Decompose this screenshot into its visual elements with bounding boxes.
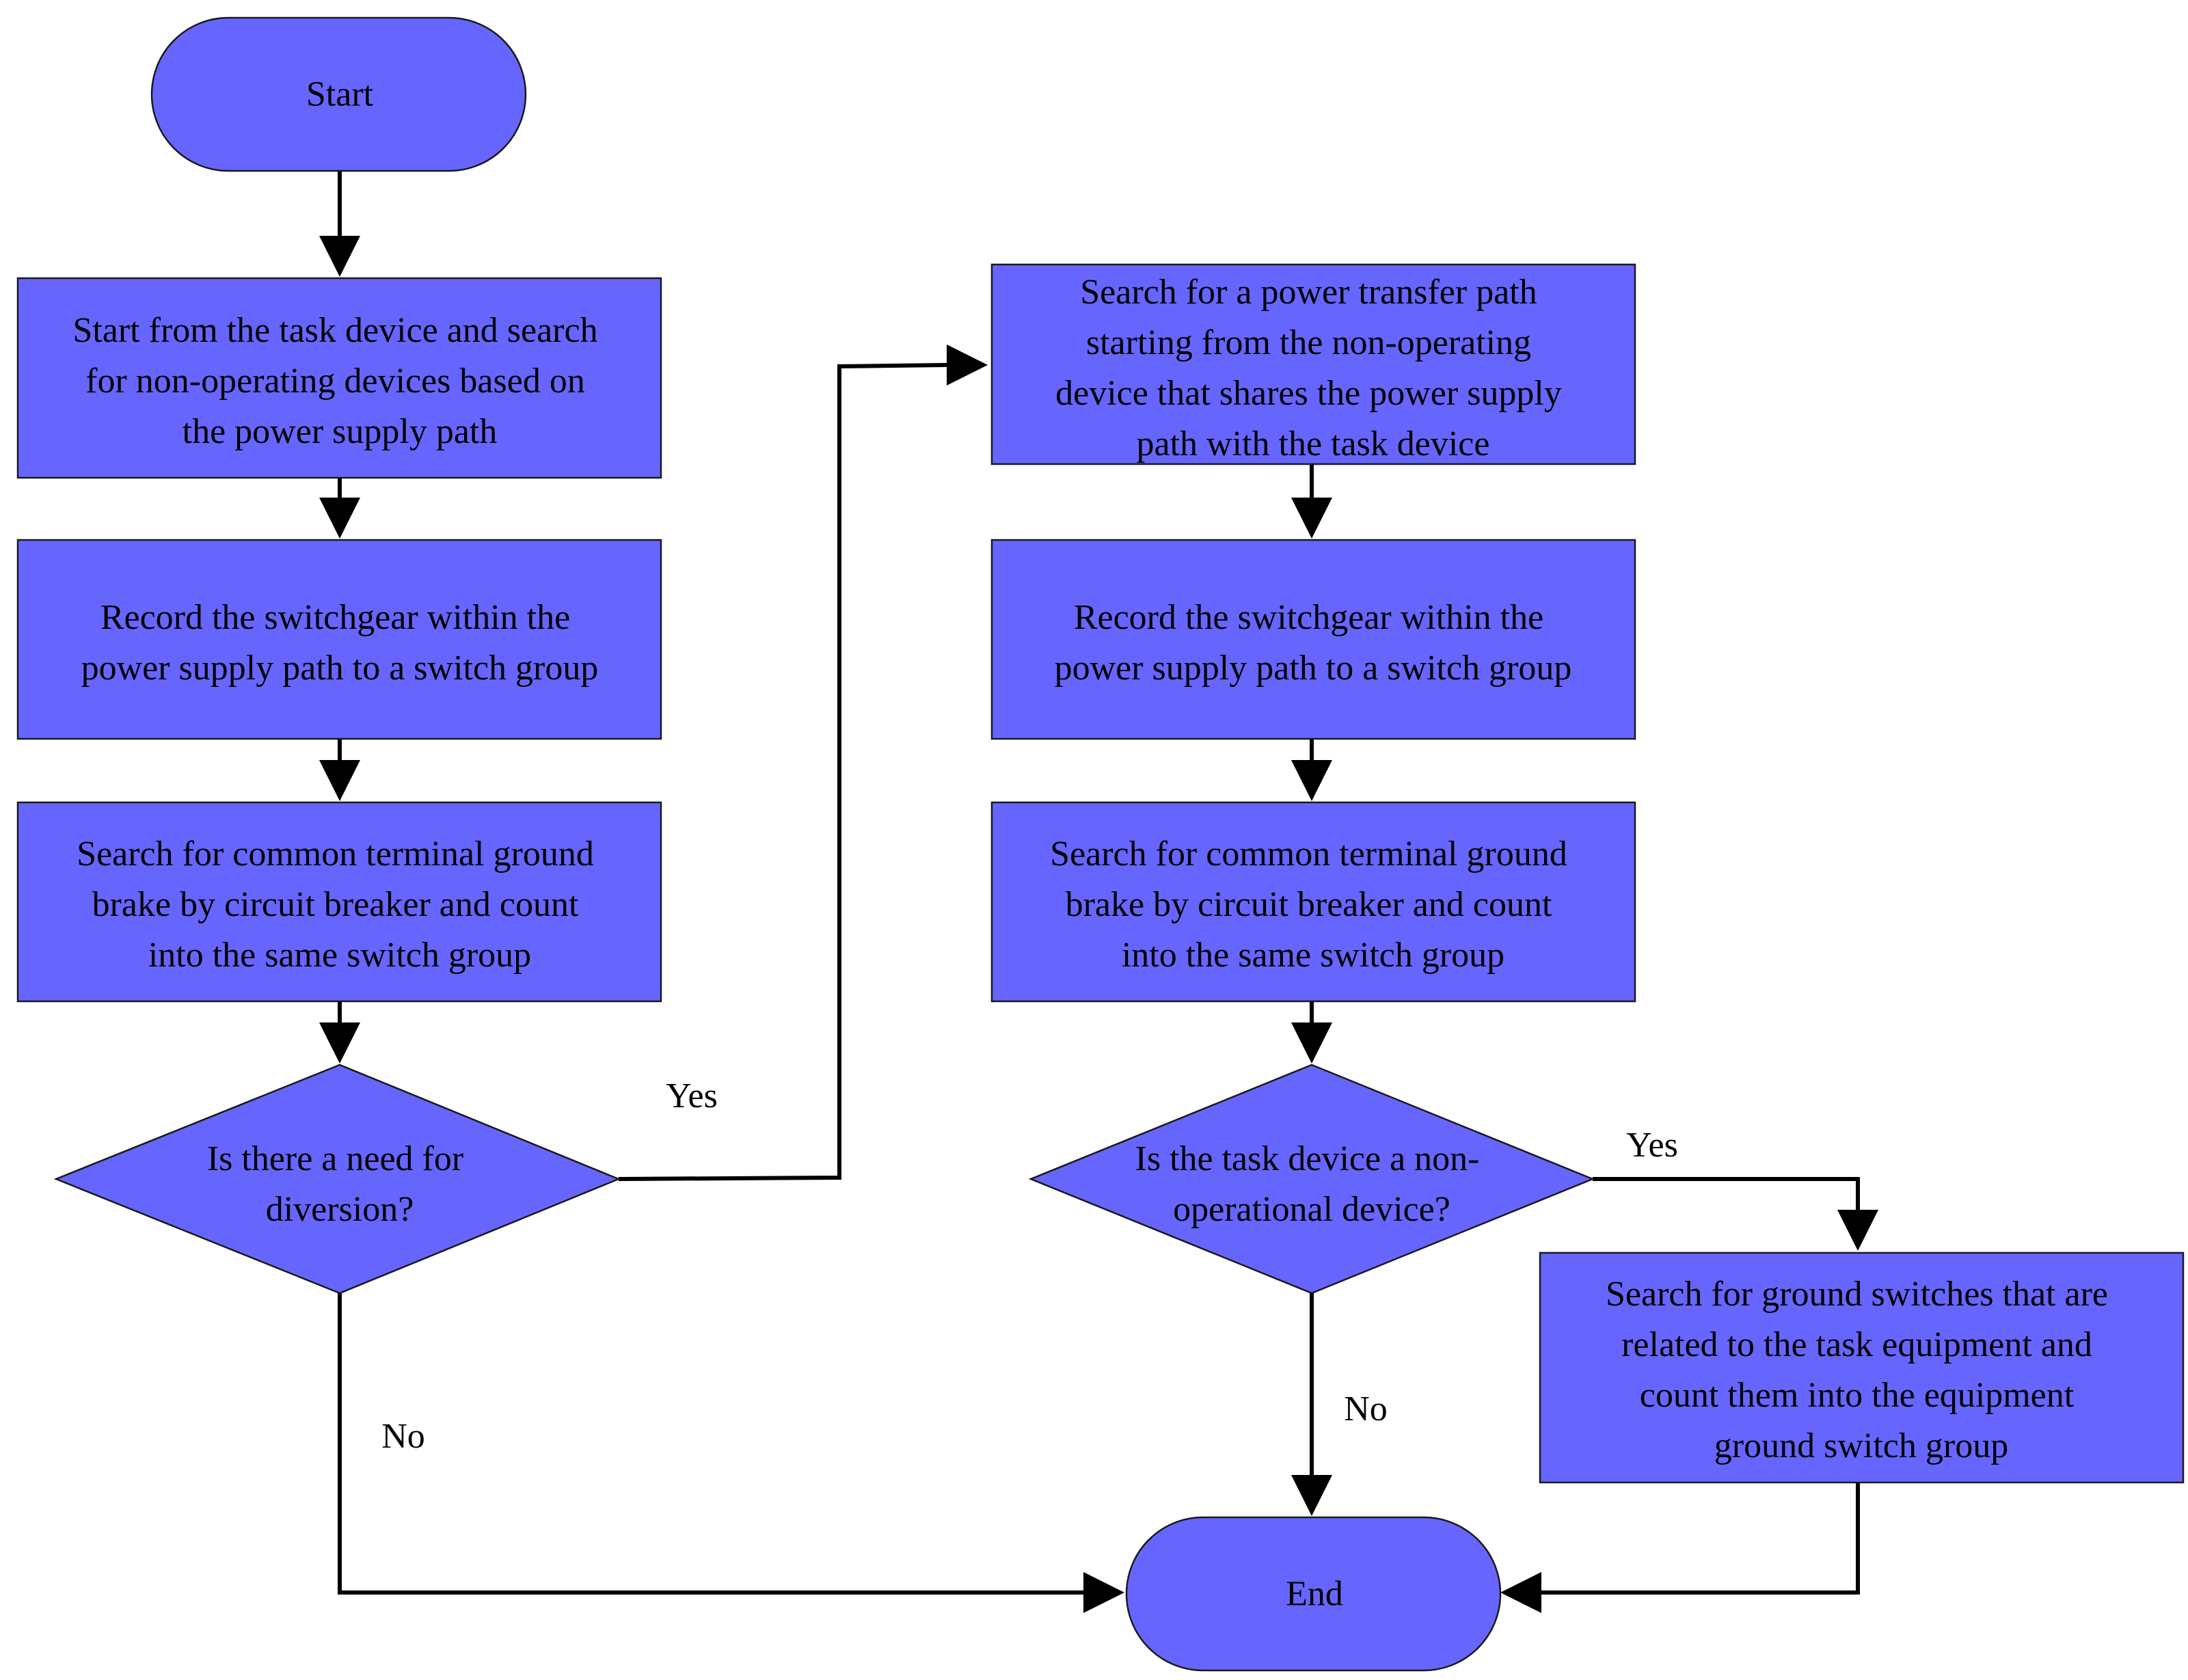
process-text-line: Search for common terminal ground — [1050, 835, 1567, 873]
arrowhead-nonop-yes — [1837, 1210, 1878, 1251]
yes-label-diversion: Yes — [666, 1076, 718, 1115]
arrowhead-transfer-to-record — [1291, 498, 1332, 539]
process-text-line: for non-operating devices based on — [85, 362, 585, 401]
svg-text:Search for common terminal gro: Search for common terminal ground brake … — [77, 835, 603, 975]
arrowhead-start-to-search — [319, 236, 360, 277]
process-text-line: brake by circuit breaker and count — [1066, 885, 1552, 924]
svg-text:Record the switchgear within t: Record the switchgear within the power s… — [81, 598, 599, 688]
no-label-diversion: No — [381, 1417, 425, 1456]
decision-text-line: Is there a need for — [207, 1139, 463, 1178]
yes-label-non-operational: Yes — [1626, 1126, 1678, 1165]
arrowhead-record-to-ground-right — [1291, 760, 1332, 801]
no-label-non-operational: No — [1344, 1390, 1388, 1428]
svg-text:Is the task device a non-: Is the task device a non- operational de… — [1135, 1139, 1489, 1229]
process-text-line: power supply path to a switch group — [81, 649, 599, 688]
process-text-line: Search for a power transfer path — [1080, 273, 1537, 312]
process-text-line: brake by circuit breaker and count — [92, 885, 579, 924]
decision-text-line: operational device? — [1173, 1190, 1450, 1229]
arrowhead-search-to-record — [319, 498, 360, 539]
decision-text-line: Is the task device a non- — [1135, 1139, 1480, 1178]
process-text-line: Start from the task device and search — [72, 311, 597, 350]
process-text-line: into the same switch group — [1122, 936, 1504, 975]
arrowhead-diversion-no — [1083, 1572, 1124, 1613]
process-text-line: count them into the equipment — [1640, 1376, 2075, 1415]
process-text-line: starting from the non-operating — [1086, 323, 1531, 362]
arrowhead-nonop-no — [1291, 1475, 1332, 1516]
process-text-line: ground switch group — [1714, 1426, 2008, 1465]
svg-text:Search for a power transfer pa: Search for a power transfer path startin… — [1055, 273, 1571, 463]
process-text-line: path with the task device — [1137, 424, 1490, 463]
process-transfer-path: Search for a power transfer path startin… — [990, 263, 1636, 465]
edge-diversion-yes — [618, 363, 947, 1181]
process-text-line: related to the task equipment and — [1621, 1325, 2092, 1364]
start-label: Start — [306, 75, 374, 114]
edge-equip-to-end — [1541, 1480, 1860, 1595]
svg-text:Search for ground switches tha: Search for ground switches that are rela… — [1606, 1275, 2117, 1465]
process-search-nonoperating: Start from the task device and search fo… — [16, 277, 662, 479]
process-text-line: the power supply path — [183, 412, 498, 451]
arrowhead-ground-to-diversion — [319, 1022, 360, 1063]
svg-text:Start from the task device and: Start from the task device and search fo… — [72, 311, 606, 451]
arrowhead-equip-to-end — [1500, 1572, 1541, 1613]
arrowhead-ground-to-decision-right — [1291, 1022, 1332, 1063]
arrowhead-record-to-ground — [319, 760, 360, 801]
edges — [319, 171, 1878, 1613]
process-ground-brake-right: Search for common terminal ground brake … — [990, 801, 1636, 1003]
process-text-line: Record the switchgear within the — [100, 598, 570, 637]
process-text-line: power supply path to a switch group — [1055, 649, 1572, 688]
decision-text-line: diversion? — [266, 1190, 414, 1229]
decision-diversion: Is there a need for diversion? — [53, 1063, 621, 1295]
terminal-end: End — [1125, 1516, 1502, 1672]
svg-text:Search for common terminal gro: Search for common terminal ground brake … — [1050, 835, 1576, 975]
svg-text:Is there a need for dive: Is there a need for diversion? — [207, 1139, 472, 1229]
svg-text:Record the switchgear within t: Record the switchgear within the power s… — [1055, 598, 1572, 688]
process-equipment-ground-switches: Search for ground switches that are rela… — [1539, 1251, 2185, 1484]
terminal-start: Start — [150, 16, 527, 172]
process-text-line: device that shares the power supply — [1055, 374, 1562, 413]
process-text-line: into the same switch group — [148, 936, 531, 975]
process-ground-brake-left: Search for common terminal ground brake … — [16, 801, 662, 1003]
process-text-line: Search for ground switches that are — [1606, 1275, 2108, 1314]
process-record-switchgear-left: Record the switchgear within the power s… — [16, 539, 662, 740]
decision-non-operational: Is the task device a non- operational de… — [1028, 1063, 1595, 1295]
edge-nonop-yes — [1593, 1177, 1860, 1210]
edge-diversion-no — [338, 1293, 1083, 1595]
end-label: End — [1286, 1575, 1343, 1614]
process-record-switchgear-right: Record the switchgear within the power s… — [990, 539, 1636, 740]
process-text-line: Search for common terminal ground — [77, 835, 594, 873]
arrowhead-diversion-yes — [947, 344, 988, 385]
process-text-line: Record the switchgear within the — [1074, 598, 1543, 637]
